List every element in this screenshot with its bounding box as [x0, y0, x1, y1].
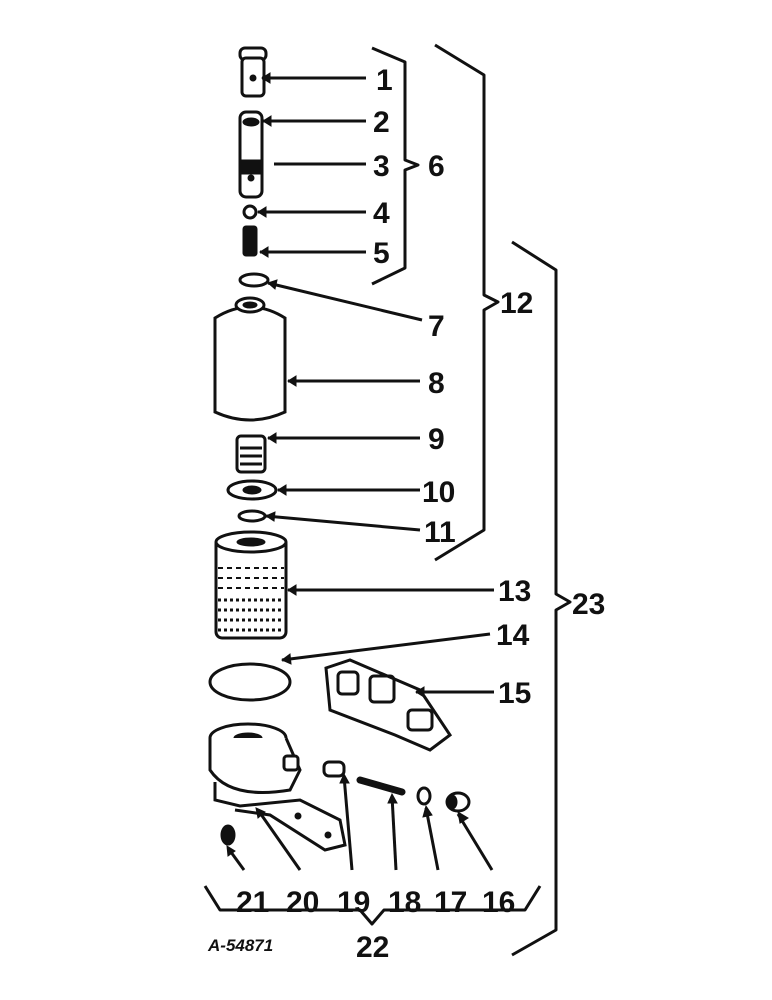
brackets: [203, 43, 572, 957]
callout-numbers: 1 2 3 4 5 6 7 8 9 10 11 12 13 14 15 16 1…: [207, 64, 605, 964]
callout-21: 21: [236, 886, 269, 919]
callout-19: 19: [337, 886, 370, 919]
part-4-ball: [242, 204, 258, 220]
callout-16: 16: [482, 886, 515, 919]
part-15-gasket: [324, 658, 453, 752]
callout-17: 17: [434, 886, 467, 919]
bracket-22: [203, 885, 542, 926]
callout-6: 6: [428, 150, 445, 183]
part-21-small-plug: [220, 824, 236, 846]
part-7-o-ring: [238, 272, 270, 288]
callout-20: 20: [286, 886, 319, 919]
part-13-filter-element: [214, 530, 288, 640]
callout-23: 23: [572, 588, 605, 621]
callout-5: 5: [373, 237, 390, 270]
callout-8: 8: [428, 367, 445, 400]
bracket-6: [371, 46, 420, 286]
callout-7: 7: [428, 310, 445, 343]
callout-12: 12: [500, 287, 533, 320]
callout-2: 2: [373, 106, 390, 139]
part-5-spring: [242, 225, 258, 257]
callout-18: 18: [388, 886, 421, 919]
callout-15: 15: [498, 677, 531, 710]
part-18-pin: [356, 776, 406, 796]
part-20-filter-base: [208, 722, 347, 852]
part-16-plug: [445, 791, 471, 813]
drawing-reference: A-54871: [207, 936, 273, 955]
part-8-filter-housing: [213, 296, 287, 422]
callout-22: 22: [356, 931, 389, 964]
bracket-12: [434, 43, 500, 562]
callout-1: 1: [376, 64, 393, 97]
callout-13: 13: [498, 575, 531, 608]
leader-lines: [226, 72, 494, 871]
part-1-valve-cap: [238, 46, 268, 98]
part-10-washer: [226, 479, 278, 501]
part-14-seal-ring: [208, 662, 292, 702]
callout-4: 4: [373, 197, 390, 230]
part-17-small-plug: [416, 786, 432, 806]
part-9-spring-cup: [235, 434, 267, 474]
callout-14: 14: [496, 619, 530, 652]
callout-11: 11: [424, 516, 456, 549]
callout-9: 9: [428, 423, 445, 456]
callout-3: 3: [373, 150, 390, 183]
part-19-plug: [322, 760, 346, 778]
bracket-23: [511, 240, 572, 957]
part-11-o-ring: [237, 509, 267, 523]
part-2-valve-body: [238, 110, 264, 199]
callout-10: 10: [422, 476, 455, 509]
